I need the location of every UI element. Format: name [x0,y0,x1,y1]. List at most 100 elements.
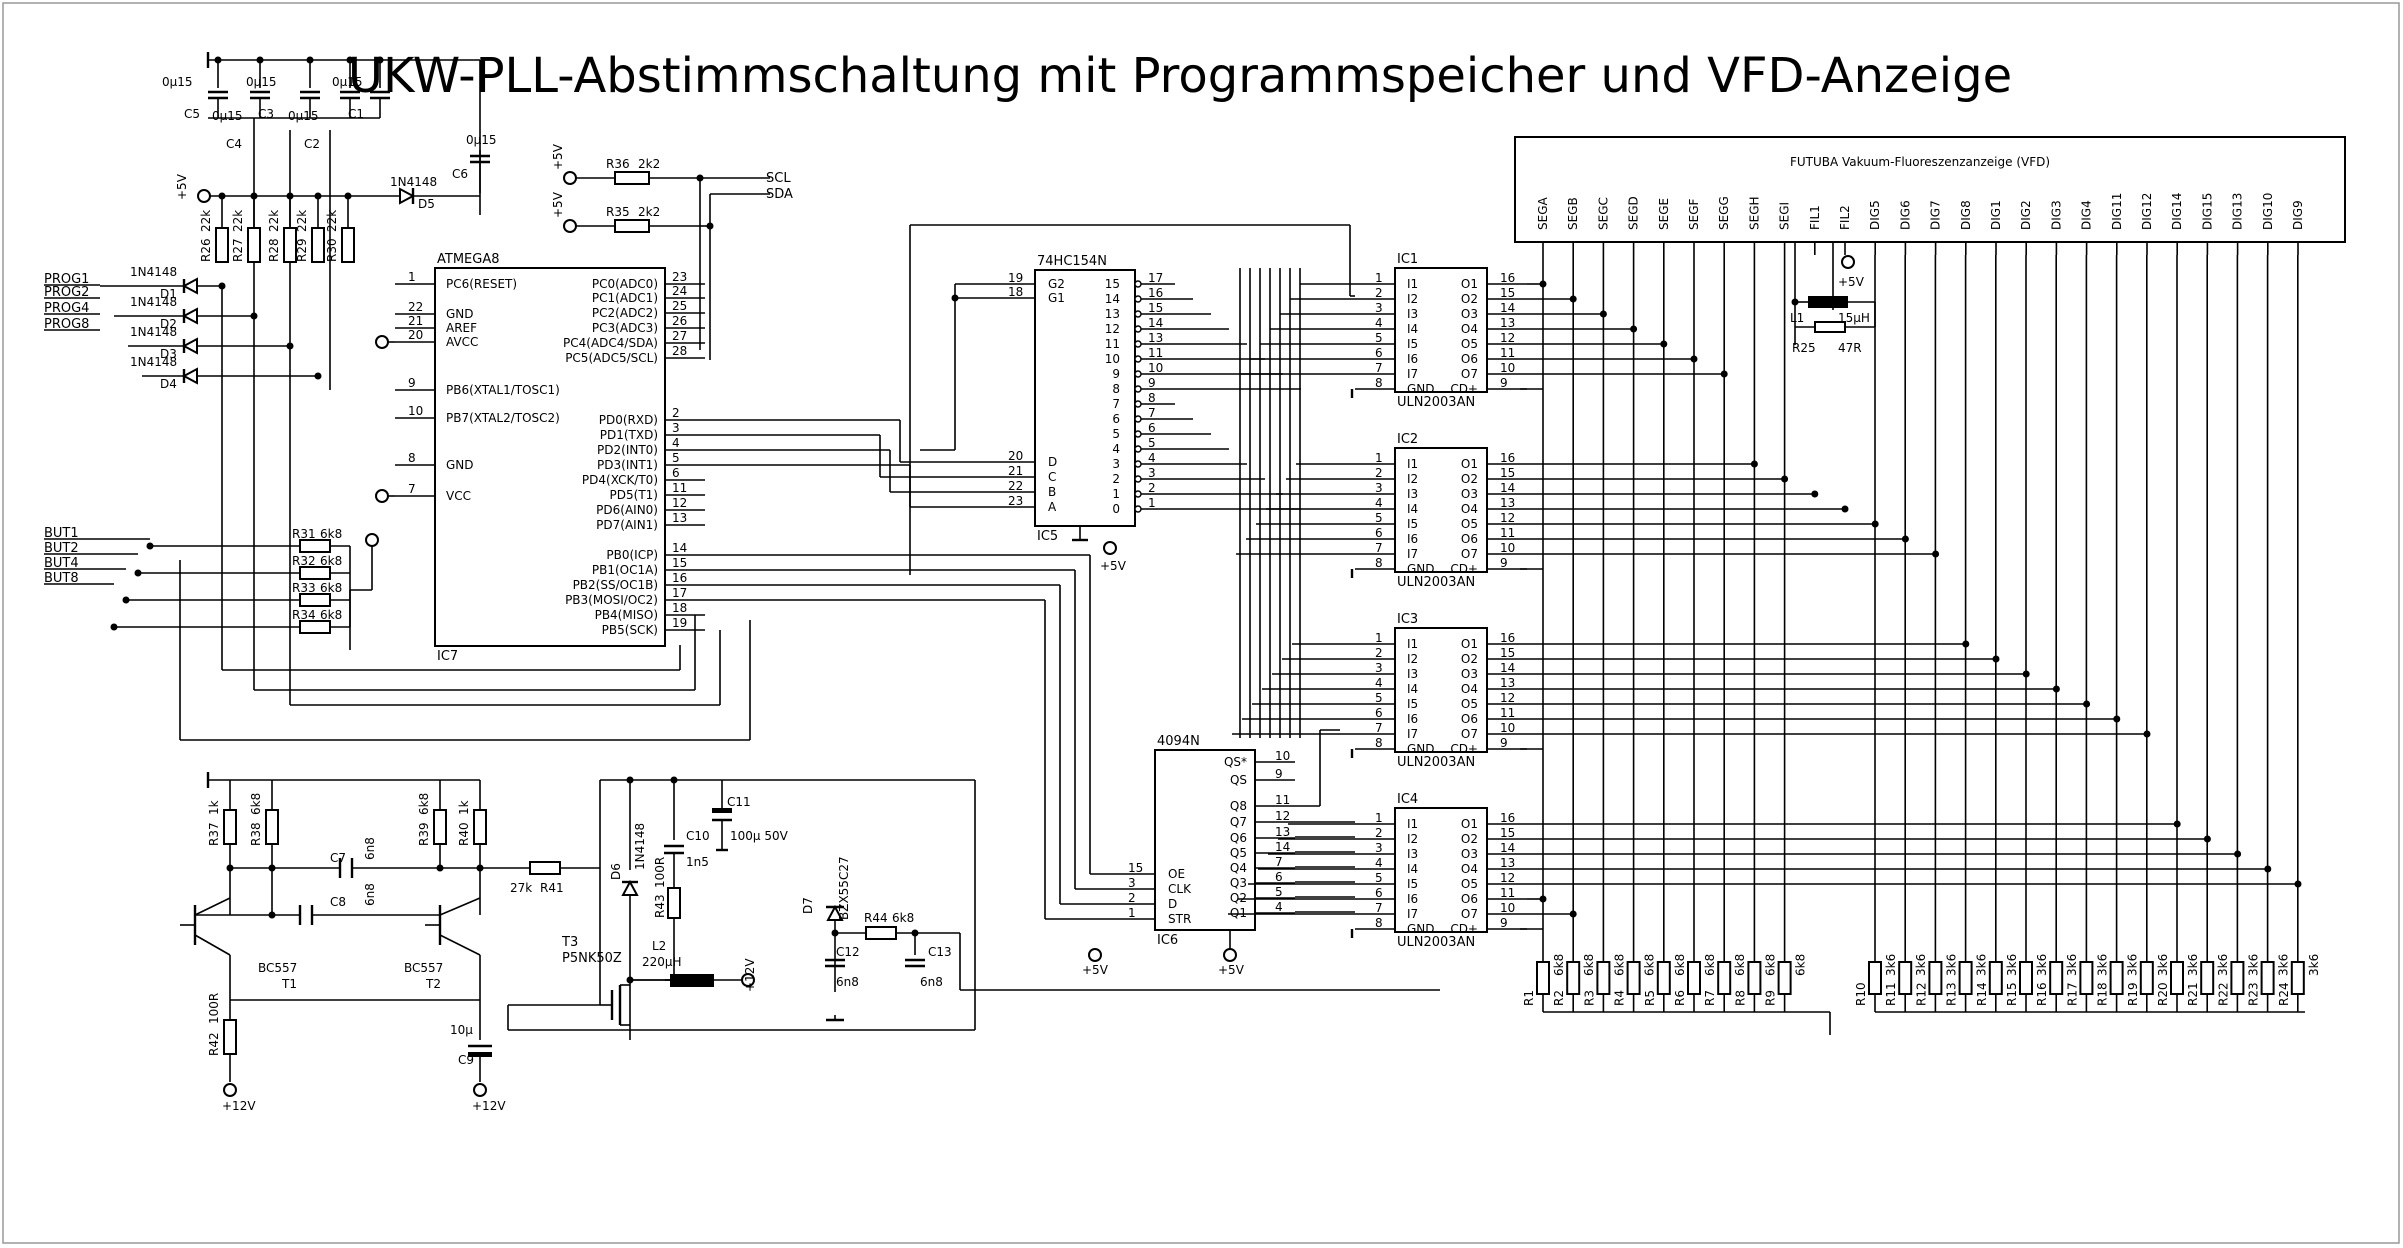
ic5-pin-22: 22 [1008,479,1023,493]
drv-pin-name-o6: O6 [1461,892,1478,906]
drv-pin-11: 11 [1500,526,1515,540]
ic5-pin-9: 9 [1148,376,1156,390]
ic5-out-inv-8 [1134,385,1142,393]
seg-res-r6-value: 6k8 [1703,954,1717,976]
drv-pin-name-i4: I4 [1407,682,1418,696]
ic7-pin-7: 7 [408,482,416,496]
pullup-r30-ref: R30 [325,238,339,262]
ic5-pin-name-c: C [1048,470,1056,484]
osc-supply-left: +12V [222,1099,256,1113]
r36-value: 2k2 [638,157,660,171]
t1-part: BC557 [258,961,297,975]
ic5-out-10: 10 [1105,352,1120,366]
vfd-pin-dig12: DIG12 [2140,193,2154,230]
ic5-out-9: 9 [1112,367,1120,381]
d6-ref: D6 [609,863,623,880]
ic6-pin-13: 13 [1275,825,1290,839]
ic5-pin-name-a: A [1048,500,1057,514]
drv-pin-name-i1: I1 [1407,277,1418,291]
drv-pin-3: 3 [1375,301,1383,315]
ic5-pin-14: 14 [1148,316,1163,330]
drv-pin-name-o1: O1 [1461,457,1478,471]
scl-label: SCL [766,171,791,186]
ic5-out-inv-15 [1134,280,1142,288]
ic5-pin-16: 16 [1148,286,1163,300]
driver-ref-ic3: IC3 [1397,612,1418,627]
schematic-title: UKW-PLL-Abstimmschaltung mit Programmspe… [348,48,2012,104]
drv-pin-8: 8 [1375,556,1383,570]
diode-d5 [399,187,416,205]
drv-pin-name-o7: O7 [1461,907,1478,921]
ic6-pin-3: 3 [1128,876,1136,890]
drv-pin-name-cd+: CD+ [1450,382,1478,396]
but-res-r34 [299,620,331,634]
drv-pin-name-i6: I6 [1407,352,1418,366]
ic5-pin-10: 10 [1148,361,1163,375]
ic6-pin-name-clk: CLK [1168,882,1192,896]
drv-pin-name-i6: I6 [1407,712,1418,726]
ic7-pin-27: 27 [672,329,687,343]
ic5-out-14: 14 [1105,292,1120,306]
dig-res-r19 [2139,961,2154,995]
vfd-pin-dig10: DIG10 [2261,193,2275,230]
drv-pin-10: 10 [1500,901,1515,915]
drv-pin-name-o3: O3 [1461,667,1478,681]
ic5-out-inv-5 [1134,430,1142,438]
ic6-pin-name-d: D [1168,897,1177,911]
dig-res-r14-ref: R14 [1975,982,1989,1006]
ic5-out-11: 11 [1105,337,1120,351]
drv-pin-15: 15 [1500,826,1515,840]
drv-pin-15: 15 [1500,286,1515,300]
drv-pin-1: 1 [1375,631,1383,645]
ic7-pin-15: 15 [672,556,687,570]
ic7-pin-8: 8 [408,451,416,465]
diode-part-3: 1N4148 [130,325,177,339]
ic5-pin-1: 1 [1148,496,1156,510]
dig-res-r15 [2019,961,2033,995]
drv-pin-name-i2: I2 [1407,652,1418,666]
vfd-display: FUTUBA Vakuum-Fluoreszenzanzeige (VFD) S… [1514,136,2346,255]
drv-pin-name-o1: O1 [1461,637,1478,651]
ic5-out-0: 0 [1112,502,1120,516]
ic7-pin-21: 21 [408,314,423,328]
drv-pin-12: 12 [1500,511,1515,525]
drv-pin-name-i2: I2 [1407,292,1418,306]
drv-pin-name-i4: I4 [1407,862,1418,876]
ic5-pin-name-d: D [1048,455,1057,469]
cap-c5-val: 0µ15 [162,75,193,89]
ic7-pin-name-22: GND [446,307,474,321]
but-res-r33-value: 6k8 [320,581,342,595]
ic6-pin-1: 1 [1128,906,1136,920]
vfd-pin-fil1: FIL1 [1808,205,1822,230]
ic5-out-inv-12 [1134,325,1142,333]
ic7-pin-name-4: PD2(INT0) [597,443,658,457]
driver-ref-ic4: IC4 [1397,792,1418,807]
input-prog4: PROG4 [44,301,89,316]
dig-res-r13 [1958,961,1973,995]
seg-res-r2 [1566,961,1581,995]
ic5-part: 74HC154N [1037,254,1107,269]
ic7-pin-name-19: PB5(SCK) [602,623,658,637]
drv-pin-name-o7: O7 [1461,727,1478,741]
but-res-r33-ref: R33 [292,581,316,595]
ic5-pin-19: 19 [1008,271,1023,285]
but-res-r31-value: 6k8 [320,527,342,541]
drv-pin-8: 8 [1375,736,1383,750]
r42-value: 100R [207,993,221,1024]
c10-value: 1n5 [686,855,709,869]
t2-ref: T2 [425,977,441,991]
digit-resistors: R103k6R113k6R123k6R133k6R143k6R153k6R163… [1854,255,2321,1013]
drv-pin-10: 10 [1500,541,1515,555]
but-res-r34-value: 6k8 [320,608,342,622]
drv-pin-name-o4: O4 [1461,862,1478,876]
diode-ref-2: D2 [160,317,177,331]
drv-pin-4: 4 [1375,316,1383,330]
r41-ref: R41 [540,881,564,895]
cap-c1-val: 0µ15 [332,75,363,89]
r38-value: 6k8 [249,793,263,815]
ic6-pin-name-q1: Q1 [1230,906,1247,920]
but-supply [365,533,379,547]
